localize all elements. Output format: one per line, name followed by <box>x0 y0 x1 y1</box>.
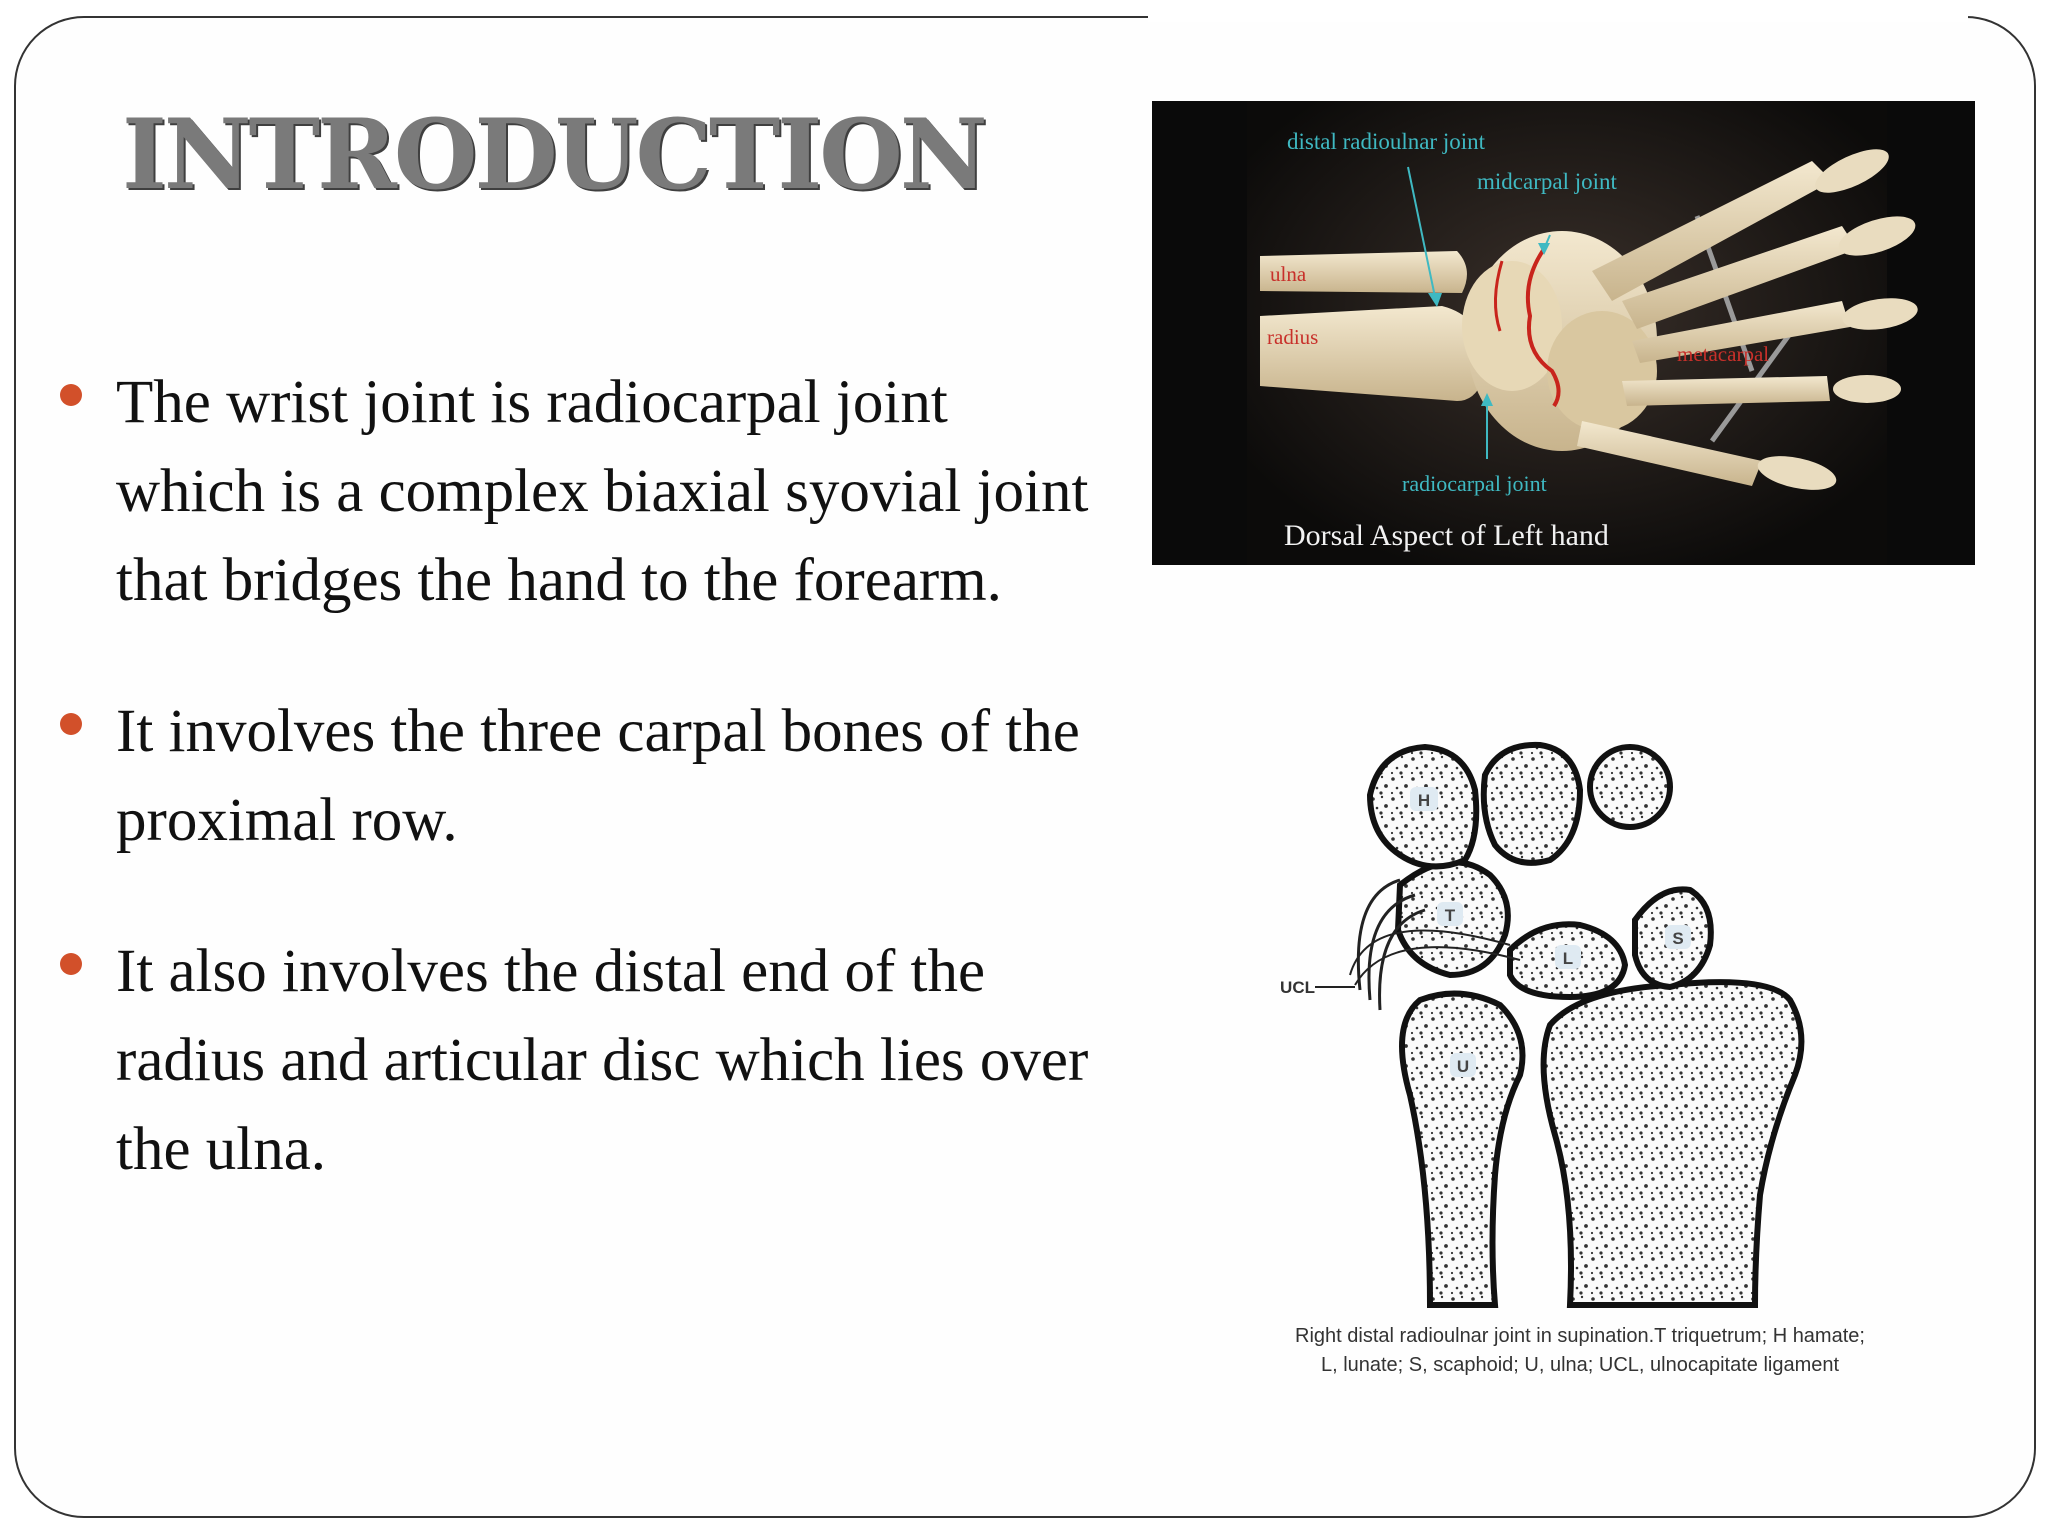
triquetrum-label: T <box>1445 906 1456 925</box>
wrist-bones-photo: distal radioulnar joint midcarpal joint … <box>1152 101 1975 565</box>
bullet-dot-icon <box>60 384 82 406</box>
label-distal-radioulnar-joint: distal radioulnar joint <box>1287 129 1486 154</box>
bullet-text: It also involves the distal end of the r… <box>116 938 1089 1183</box>
bullet-dot-icon <box>60 713 82 735</box>
lunate-label: L <box>1563 949 1573 968</box>
diagram-caption-line1: Right distal radioulnar joint in supinat… <box>1295 1325 1865 1347</box>
ucl-label: UCL <box>1280 978 1315 997</box>
slide-title: INTRODUCTION <box>122 98 988 211</box>
ulna-label: U <box>1457 1057 1469 1076</box>
label-metacarpal: metacarpal <box>1677 342 1769 366</box>
hamate-label: H <box>1418 791 1430 810</box>
bullet-dot-icon <box>60 953 82 975</box>
bullet-item: The wrist joint is radiocarpal joint whi… <box>60 358 1090 625</box>
bullet-item: It involves the three carpal bones of th… <box>60 687 1090 865</box>
diagram-caption-line2: L, lunate; S, scaphoid; U, ulna; UCL, ul… <box>1320 1354 1840 1376</box>
bullet-text: It involves the three carpal bones of th… <box>116 698 1080 854</box>
diagram-caption: Right distal radioulnar joint in supinat… <box>1250 1322 1910 1380</box>
photo-caption: Dorsal Aspect of Left hand <box>1284 519 1609 552</box>
radioulnar-joint-diagram: H T L S U UCL <box>1280 741 1805 1308</box>
label-ulna: ulna <box>1270 262 1307 286</box>
scaphoid-label: S <box>1672 929 1683 948</box>
bullet-list: The wrist joint is radiocarpal joint whi… <box>60 358 1090 1256</box>
label-midcarpal-joint: midcarpal joint <box>1477 169 1617 194</box>
label-radiocarpal-joint: radiocarpal joint <box>1402 471 1547 496</box>
bullet-item: It also involves the distal end of the r… <box>60 927 1090 1194</box>
label-radius: radius <box>1267 325 1318 349</box>
bullet-text: The wrist joint is radiocarpal joint whi… <box>116 369 1089 614</box>
frame-gap <box>1148 8 1968 22</box>
